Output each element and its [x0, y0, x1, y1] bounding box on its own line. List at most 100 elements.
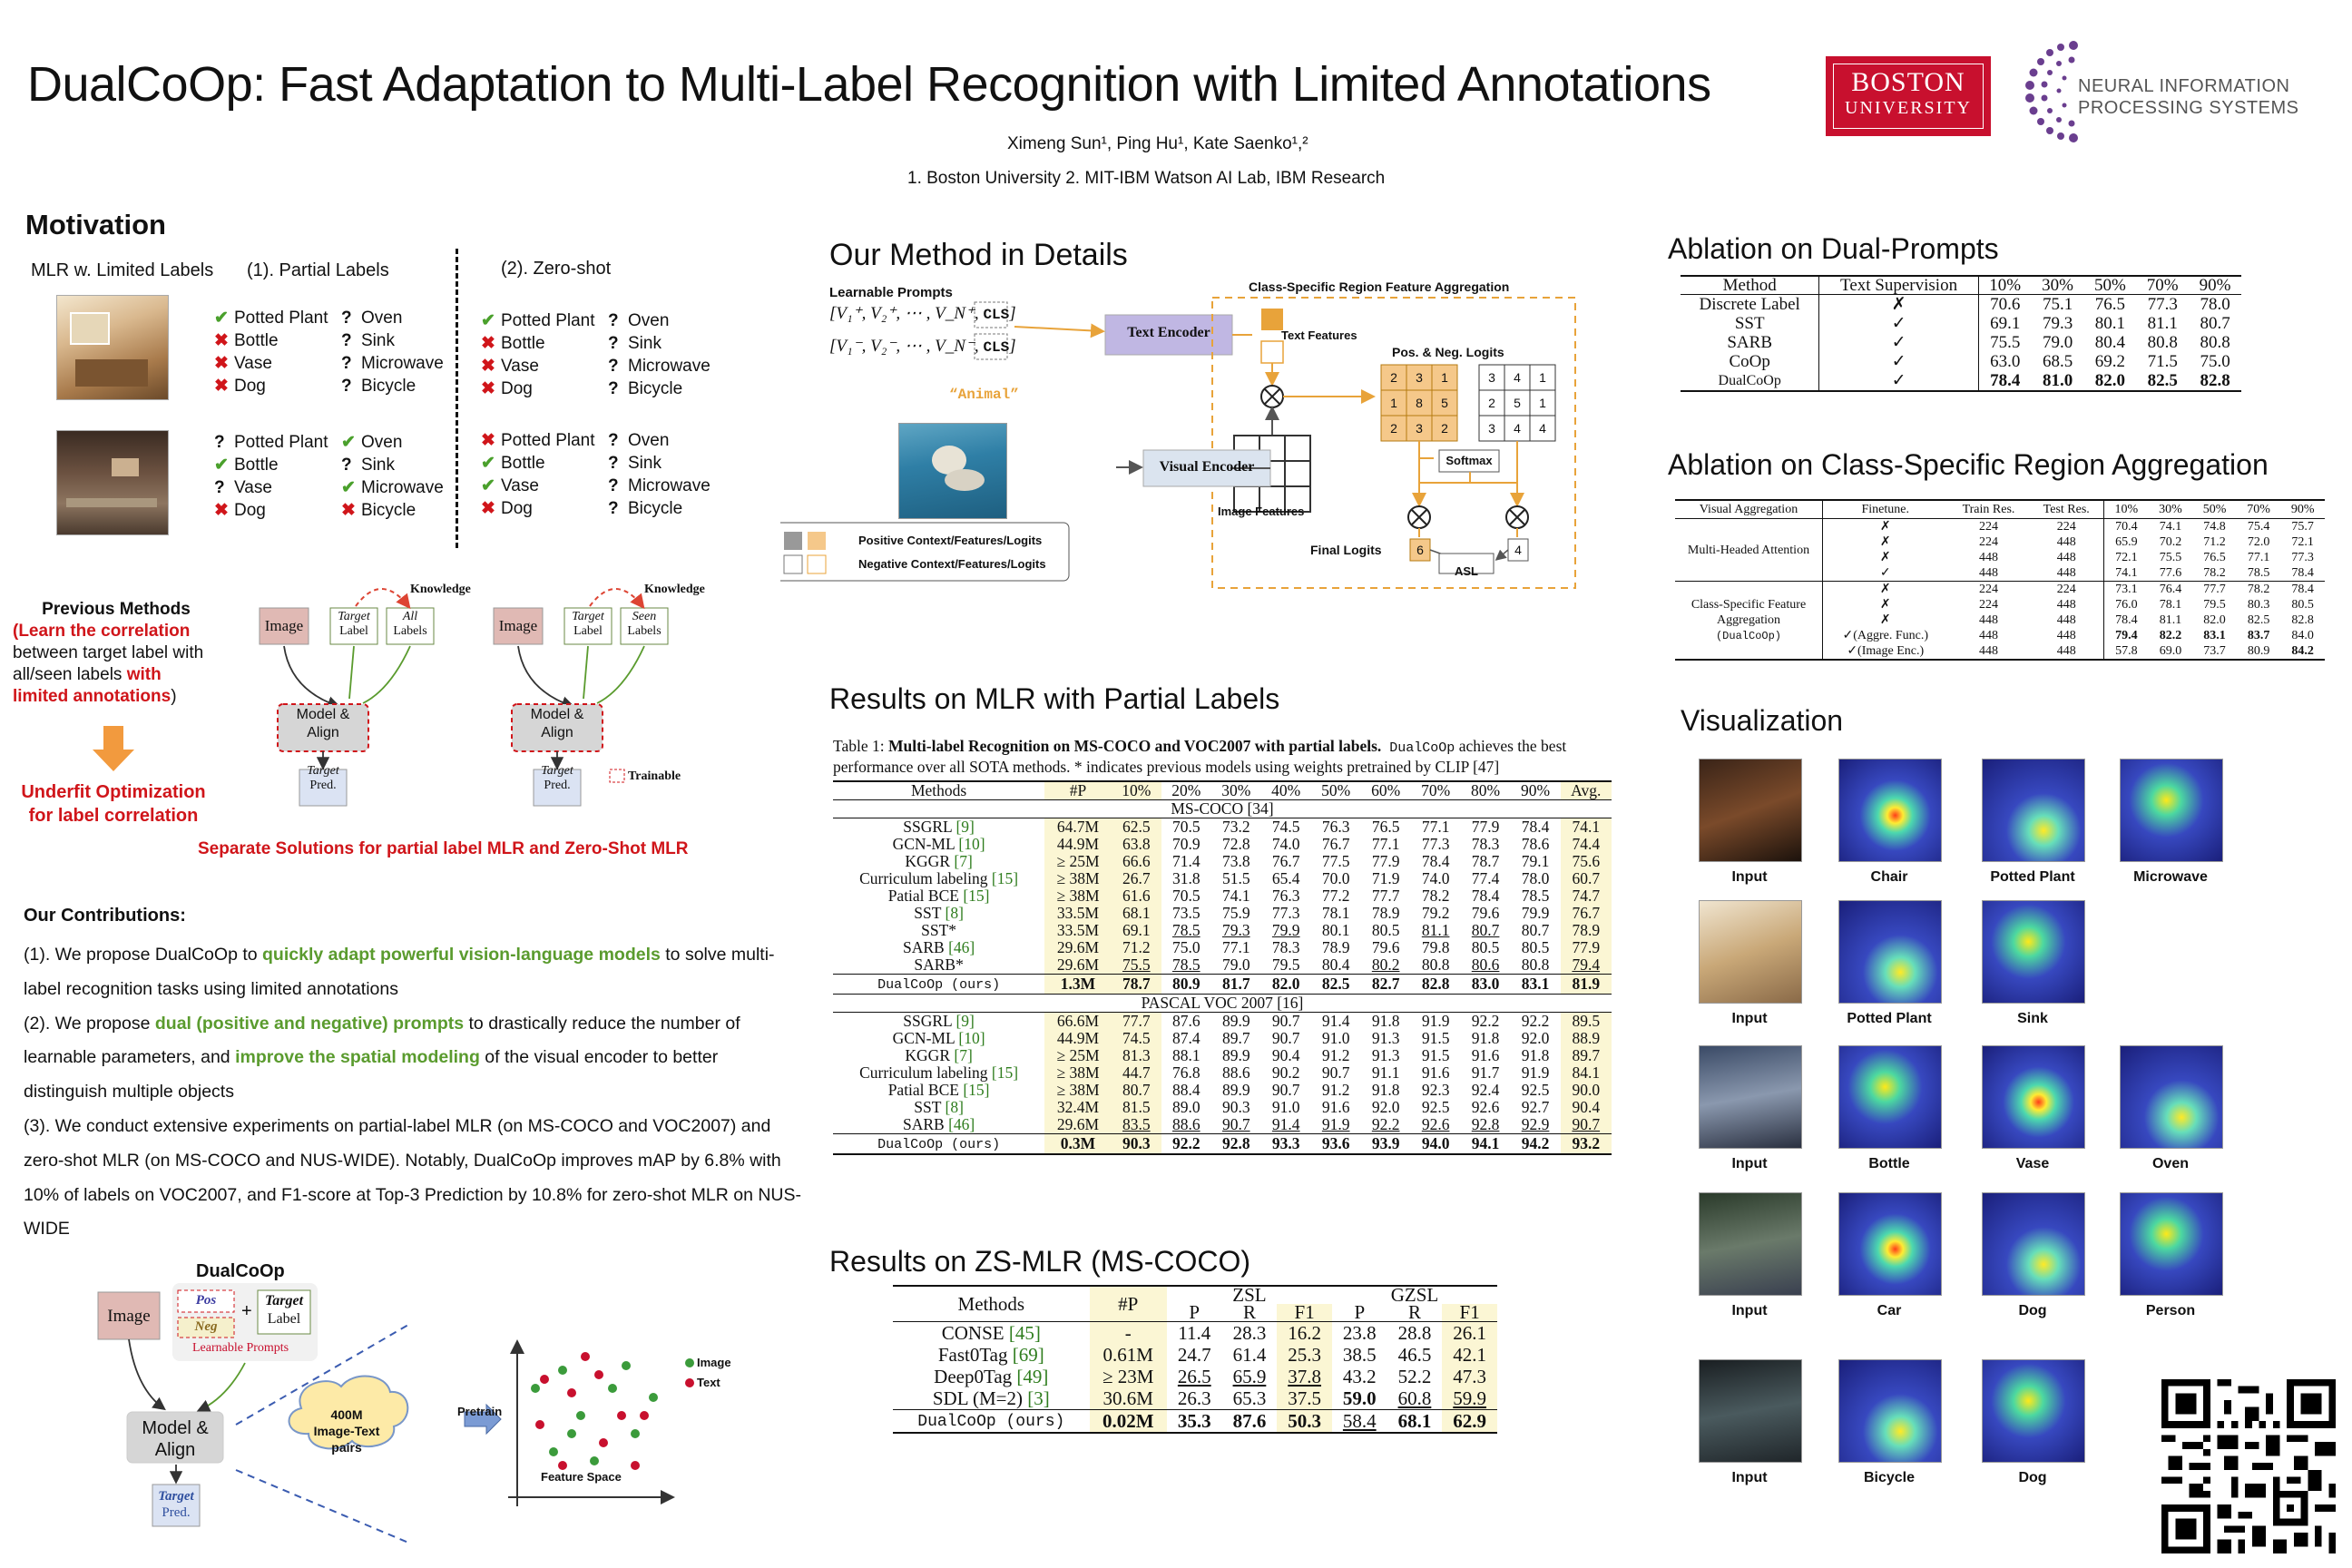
table-row: Class-Specific Feature Aggregation(DualC…: [1675, 581, 2325, 642]
contrib-p2-b: to drastically reduce the number of lear…: [24, 1013, 740, 1068]
value-cell: 81.1: [2147, 314, 2178, 333]
check-icon: ✔: [214, 456, 229, 475]
check-icon: ✔: [481, 476, 495, 495]
diag2-pred-word: Pred.: [544, 779, 571, 792]
value-cell: 80.9: [1171, 975, 1200, 993]
viz-label: Potted Plant: [1847, 1011, 1932, 1026]
affiliations: 1. Boston University 2. MIT-IBM Watson A…: [907, 169, 1386, 188]
dual-diag-pred-word: Pred.: [162, 1505, 191, 1520]
value-cell: 75.1: [2042, 295, 2073, 314]
value-cell: 91.3: [1371, 1029, 1400, 1047]
value-cell: 33.5M: [1044, 922, 1112, 939]
table-header: 20%: [1171, 781, 1201, 799]
cross-icon: ✖: [341, 501, 356, 520]
zs-header-methods: Methods: [957, 1292, 1025, 1315]
value-cell: 44.7: [1111, 1064, 1161, 1082]
table-header: 30%: [2042, 276, 2073, 295]
value-cell: 77.3: [2147, 295, 2178, 314]
method-heading: Our Method in Details: [829, 238, 1128, 272]
value-cell: 60.7: [1560, 870, 1612, 887]
value-cell: 57.8: [2103, 643, 2149, 660]
value-cell: 24.7: [1177, 1344, 1211, 1366]
value-cell: 80.5: [1371, 921, 1400, 939]
contrib-p2-c: of the visual encoder to better distingu…: [24, 1047, 719, 1102]
value-cell: 80.8: [1421, 956, 1450, 974]
class-label: Microwave: [628, 476, 710, 495]
value-cell: 92.2: [1371, 1115, 1400, 1133]
method-name: Curriculum labeling: [859, 869, 988, 887]
method-cell: DualCoOp (ours): [893, 1410, 1090, 1434]
method-name: SST: [914, 904, 942, 922]
value-cell: 79.8: [1421, 938, 1450, 956]
check-icon: ✔: [481, 311, 495, 330]
value-cell: 91.0: [1271, 1098, 1300, 1116]
value-cell: 76.3: [1321, 818, 1350, 836]
value-cell: 91.2: [1321, 1081, 1350, 1099]
value-cell: 63.8: [1111, 836, 1161, 853]
class-label: Bottle: [501, 454, 545, 473]
cloud-line3: pairs: [331, 1440, 362, 1455]
table-header: 70%: [2146, 276, 2179, 295]
diag2-target-word: Target: [572, 610, 604, 623]
value-cell: 91.8: [1371, 1081, 1400, 1099]
value-cell: 61.6: [1111, 887, 1161, 905]
value-cell: 78.4: [1471, 887, 1500, 905]
value-cell: 38.5: [1342, 1344, 1377, 1366]
final-neg-logit: 4: [1514, 543, 1522, 557]
diag2-label-word: Label: [573, 624, 603, 638]
value-cell: 82.0: [2203, 613, 2226, 627]
value-cell: 66.6M: [1044, 1012, 1112, 1030]
value-cell: 80.7: [1111, 1082, 1161, 1099]
value-cell: 61.4: [1232, 1344, 1267, 1366]
q-icon: ?: [341, 331, 352, 350]
labels-row2-partial: ?Potted Plant✔Oven✔Bottle?Sink?Vase✔Micr…: [214, 431, 444, 522]
legend-image: Image: [697, 1356, 731, 1369]
value-cell: 80.7: [2200, 314, 2230, 333]
q-icon: ?: [608, 334, 619, 353]
value-cell: 84.2: [2291, 644, 2314, 658]
value-cell: 79.5: [1271, 956, 1300, 974]
method-neg-prompt: [V₁⁻, V₂⁻, ⋯ , V_N⁻, CLS]: [829, 336, 1016, 357]
value-cell: 80.1: [1321, 921, 1350, 939]
visual-encoder: Visual Encoder: [1159, 459, 1255, 475]
value-cell: 81.9: [1560, 974, 1612, 995]
viz-heatmap-image: [1982, 900, 2085, 1004]
value-cell: 79.0: [2042, 333, 2073, 352]
value-cell: 91.4: [1321, 1012, 1350, 1030]
citation: [46]: [948, 1115, 975, 1133]
zs-subheader: P: [1354, 1301, 1366, 1323]
class-label: Bicycle: [361, 377, 416, 396]
citation: [7]: [954, 1046, 973, 1064]
class-label: Bottle: [501, 334, 545, 353]
q-icon: ?: [608, 357, 619, 376]
value-cell: 80.8: [1521, 956, 1550, 974]
value-cell: 78.2: [2247, 583, 2270, 596]
value-cell: 89.7: [1221, 1029, 1250, 1047]
cross-icon: ✖: [214, 501, 229, 520]
value-cell: 46.5: [1397, 1344, 1432, 1366]
zs-subheader: R: [1242, 1301, 1256, 1323]
value-cell: 78.4: [1521, 818, 1550, 836]
value-cell: 91.8: [1521, 1046, 1550, 1064]
logit-cell: 8: [1416, 396, 1423, 410]
table-header: 30%: [2159, 503, 2182, 516]
zs-header-zsl: ZSL: [1232, 1284, 1267, 1306]
value-cell: 71.9: [1371, 869, 1400, 887]
viz-input-image: [1699, 1192, 1802, 1296]
class-label: Dog: [234, 377, 266, 396]
